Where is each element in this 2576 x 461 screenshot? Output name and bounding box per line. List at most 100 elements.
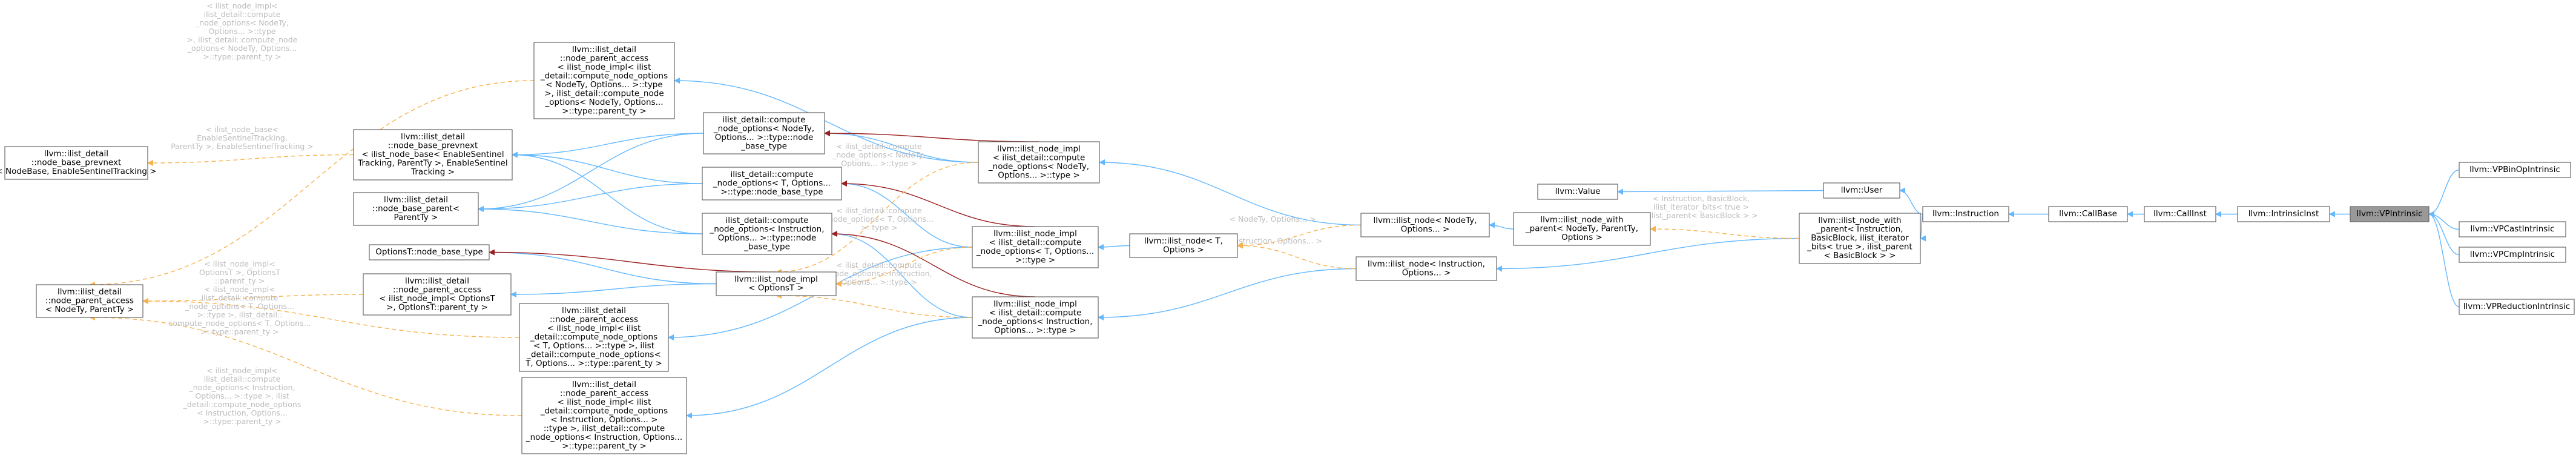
class-node-instruction[interactable]: llvm::Instruction [1922, 206, 2009, 222]
edge-node-impl-nodety-to-node-impl-optionsT [776, 162, 979, 275]
class-node-label: < ilist_node_impl< ilist [558, 397, 651, 407]
edge-label-line: < ilist_detail::compute [836, 260, 922, 270]
class-node-node-impl-optionsT[interactable]: llvm::ilist_node_impl< OptionsT > [716, 271, 837, 296]
edge-node-base-prevnext-full-to-ilist-prevnext [147, 154, 354, 166]
class-node-label: _detail::compute_node_options [540, 406, 668, 416]
class-node-ilist-node-T[interactable]: llvm::ilist_node< T,Options > [1129, 233, 1238, 258]
class-node-label: < ilist_node_impl< ilist [547, 323, 641, 333]
class-node-label: ilist_detail::compute [726, 216, 809, 225]
class-node-label: llvm::CallInst [2153, 209, 2207, 219]
class-node-callinst[interactable]: llvm::CallInst [2144, 206, 2216, 222]
edge-label-line: >::type::parent_ty > [203, 52, 281, 61]
class-node-label: < ilist_detail::compute [993, 153, 1085, 163]
edge-node-impl-instr-to-compute-instr [831, 231, 973, 318]
class-node-ilist-node-nodety[interactable]: llvm::ilist_node< NodeTy,Options... > [1360, 213, 1490, 237]
class-node-access-mid[interactable]: llvm::ilist_detail::node_parent_access< … [519, 303, 669, 372]
edge-label-impl-nodety-tmpl: < ilist_detail::compute_node_options< No… [832, 142, 926, 168]
class-node-vpcmp[interactable]: llvm::VPCmpIntrinsic [2459, 247, 2566, 263]
class-node-node-base-parent[interactable]: llvm::ilist_detail::node_base_parent<Par… [353, 192, 479, 226]
class-node-label: llvm::ilist_detail [44, 149, 108, 159]
edge-label-line: < ilist_node_impl< [206, 366, 278, 375]
class-node-label: < ilist_node_impl< ilist [558, 62, 651, 72]
class-node-vpintrinsic[interactable]: llvm::VPIntrinsic [2350, 206, 2429, 222]
class-node-label: llvm::CallBase [2059, 209, 2117, 219]
class-node-label: _detail::compute_node_options [530, 333, 657, 342]
class-node-label: _detail::compute_node_options [540, 71, 668, 81]
class-node-label: _detail::compute_node_options< [526, 350, 661, 360]
class-node-node-impl-T[interactable]: llvm::ilist_node_impl< ilist_detail::com… [972, 226, 1099, 268]
class-node-box [2459, 221, 2566, 237]
class-node-ilist-access[interactable]: llvm::ilist_detail::node_parent_access< … [36, 284, 143, 318]
edge-label-line: OptionsT >, OptionsT [199, 268, 280, 277]
edge-label-line: < ilist_detail::compute [836, 142, 922, 151]
edge-node-impl-optionsT-to-access-optionsT [510, 283, 717, 297]
edge-with-parent-instr-to-ilist-node-instr [1496, 237, 1800, 272]
edge-node-impl-nodety-to-compute-nodety [824, 130, 979, 163]
class-node-label: >, OptionsT::parent_ty > [386, 303, 488, 313]
class-node-box [519, 303, 669, 372]
edge-access-mid-to-ilist-access [142, 298, 520, 338]
class-node-node-impl-instr[interactable]: llvm::ilist_node_impl< ilist_detail::com… [972, 296, 1099, 339]
class-node-box [2144, 206, 2216, 222]
class-node-user[interactable]: llvm::User [1823, 182, 1900, 199]
class-node-ilist-node-instr[interactable]: llvm::ilist_node< Instruction,Options...… [1356, 256, 1497, 281]
edge-label-line: < ilist_node_impl< [204, 285, 275, 294]
class-node-vpcast[interactable]: llvm::VPCastIntrinsic [2459, 221, 2566, 237]
class-node-label: llvm::Value [1555, 187, 1601, 196]
class-node-box [1799, 213, 1921, 264]
class-node-label: llvm::VPReductionIntrinsic [2463, 302, 2571, 311]
edge-label-line: ParentTy >, EnableSentinelTracking > [171, 142, 314, 151]
edge-compute-nodety-to-node-base-parent [478, 133, 704, 212]
edge-label-line: _node_options< Instruction, [825, 269, 932, 278]
edge-label-line: compute_node_options< T, Options... [168, 319, 311, 328]
class-node-access-top[interactable]: llvm::ilist_detail::node_parent_access< … [533, 42, 675, 119]
class-node-with-parent-instr[interactable]: llvm::ilist_node_with_parent< Instructio… [1799, 213, 1921, 264]
class-node-compute-instr[interactable]: ilist_detail::compute_node_options< Inst… [702, 213, 832, 255]
class-node-label: llvm::ilist_node< Instruction, [1368, 259, 1485, 269]
class-node-ilist-prevnext[interactable]: llvm::ilist_detail::node_base_prevnext< … [0, 146, 157, 180]
class-node-compute-nodety[interactable]: ilist_detail::compute_node_options< Node… [703, 112, 825, 154]
class-node-ilist-node-with-parent[interactable]: llvm::ilist_node_with_parent< NodeTy, Pa… [1513, 212, 1651, 246]
edge-label-line: , ilist_parent< BasicBlock > > [1644, 211, 1757, 220]
class-node-label: llvm::ilist_node< NodeTy, [1373, 216, 1477, 225]
class-node-box [533, 42, 675, 119]
class-node-label: llvm::ilist_node_impl [997, 144, 1081, 154]
class-node-vpreduction[interactable]: llvm::VPReductionIntrinsic [2459, 299, 2575, 315]
class-node-box [1360, 213, 1490, 237]
edge-label-line: _detail::compute_node_options [183, 400, 301, 409]
class-node-value[interactable]: llvm::Value [1537, 184, 1618, 200]
edge-user-to-value [1617, 188, 1824, 195]
class-node-label: ::node_base_parent< [372, 204, 460, 214]
edge-use-impl-optionsT-base [489, 249, 777, 273]
edge-access-bot-to-ilist-access [89, 314, 522, 416]
class-node-label: Options... >::type > [998, 171, 1079, 181]
edge-label-line: _node_options< Instruction, [188, 383, 295, 392]
edge-label-line: >::type > [860, 223, 897, 232]
class-node-access-optionsT[interactable]: llvm::ilist_detail::node_parent_access< … [363, 273, 512, 316]
class-node-label: llvm::ilist_detail [572, 380, 636, 390]
diagram-edges [89, 78, 2460, 419]
class-node-node-impl-nodety[interactable]: llvm::ilist_node_impl< ilist_detail::com… [978, 141, 1100, 184]
class-node-compute-T[interactable]: ilist_detail::compute_node_options< T, O… [702, 167, 842, 201]
class-node-box [2048, 206, 2128, 222]
class-node-box [1537, 184, 1618, 200]
class-node-options-base-type[interactable]: OptionsT::node_base_type [369, 244, 490, 260]
class-node-label: >::type::node_base_type [720, 187, 823, 197]
class-node-callbase[interactable]: llvm::CallBase [2048, 206, 2128, 222]
class-node-vpbinop[interactable]: llvm::VPBinOpIntrinsic [2459, 162, 2571, 178]
class-node-node-base-prevnext-full[interactable]: llvm::ilist_detail::node_base_prevnext< … [353, 129, 513, 181]
edge-label-line: Options... >::type >, ilist [195, 391, 289, 400]
class-node-access-bot[interactable]: llvm::ilist_detail::node_parent_access< … [521, 377, 687, 454]
class-node-box [1513, 212, 1651, 246]
edge-label-line: < ilist_node_impl< [206, 1, 278, 10]
edge-node-impl-T-to-compute-T [841, 181, 973, 248]
class-node-label: >::type::parent_ty > [562, 107, 647, 116]
class-node-label: _node_options< T, Options... [713, 179, 831, 188]
class-node-label: ::node_parent_access [560, 389, 648, 399]
edge-label-node-instr-tmpl: < Instruction, Options... > [1223, 236, 1322, 245]
class-node-label: < OptionsT > [748, 284, 804, 293]
class-node-label: Options... > [1401, 225, 1450, 234]
class-node-intrinsicinst[interactable]: llvm::IntrinsicInst [2237, 206, 2330, 222]
class-node-label: ::node_base_prevnext [388, 141, 478, 151]
class-node-label: ::type >, ilist_detail::compute [544, 424, 665, 434]
